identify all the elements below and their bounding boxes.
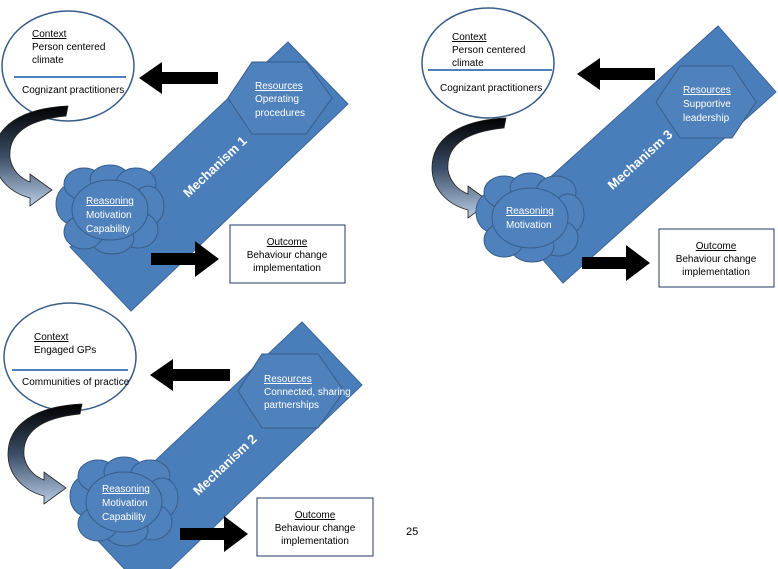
context-heading: Context: [32, 29, 67, 40]
resources-line1: Connected, sharing: [264, 387, 351, 398]
context-line1: Engaged GPs: [34, 345, 96, 356]
context-bottom: Cognizant practitioners: [440, 83, 542, 94]
context-ellipse: Context Engaged GPs Communities of pract…: [3, 302, 137, 412]
outcome-line1: Behaviour change: [275, 523, 356, 534]
left-arrow-icon: [139, 62, 218, 94]
right-arrow-icon: [180, 516, 248, 552]
outcome-line2: implementation: [682, 267, 750, 278]
context-heading: Context: [452, 32, 487, 43]
outcome-box: Outcome Behaviour change implementation: [229, 224, 346, 284]
resources-heading: Resources: [264, 374, 312, 385]
context-line1: Person centered: [32, 42, 105, 53]
resources-hexagon: Resources Operating procedures: [227, 61, 333, 135]
panel-mechanism-2: Mechanism 2 Context Engaged GPs Communit…: [3, 302, 374, 569]
context-line2: climate: [32, 55, 64, 66]
resources-line2: procedures: [255, 108, 305, 119]
context-heading: Context: [34, 332, 69, 343]
outcome-line1: Behaviour change: [247, 250, 328, 261]
reasoning-heading: Reasoning: [506, 206, 554, 217]
reasoning-heading: Reasoning: [102, 484, 150, 495]
outcome-box: Outcome Behaviour change implementation: [658, 228, 775, 288]
outcome-heading: Outcome: [267, 237, 308, 248]
reasoning-line1: Motivation: [86, 210, 132, 221]
resources-hexagon: Resources Connected, sharing partnership…: [237, 353, 351, 429]
right-arrow-icon: [151, 241, 219, 277]
context-ellipse: Context Person centered climate Cognizan…: [421, 7, 555, 119]
resources-line2: partnerships: [264, 400, 319, 411]
context-line1: Person centered: [452, 45, 525, 56]
panel-mechanism-1: Mechanism 1 Context Person centered clim…: [0, 10, 349, 312]
resources-hexagon: Resources Supportive leadership: [655, 65, 757, 139]
outcome-line1: Behaviour change: [676, 254, 757, 265]
reasoning-line2: Capability: [86, 224, 130, 235]
context-line2: climate: [452, 58, 484, 69]
resources-line1: Supportive: [683, 99, 731, 110]
left-arrow-icon: [577, 58, 655, 90]
left-arrow-icon: [150, 359, 230, 391]
context-ellipse: Context Person centered climate Cognizan…: [1, 10, 135, 122]
outcome-line2: implementation: [253, 263, 321, 274]
panel-mechanism-3: Mechanism 3 Context Person centered clim…: [421, 7, 777, 288]
reasoning-cloud: [475, 172, 585, 263]
resources-heading: Resources: [683, 85, 731, 96]
reasoning-line2: Capability: [102, 512, 146, 523]
resources-line1: Operating: [255, 94, 299, 105]
context-bottom: Communities of practice: [22, 377, 130, 388]
reasoning-line1: Motivation: [506, 220, 552, 231]
context-bottom: Cognizant practitioners: [22, 85, 124, 96]
reasoning-line1: Motivation: [102, 498, 148, 509]
resources-heading: Resources: [255, 81, 303, 92]
outcome-line2: implementation: [281, 536, 349, 547]
outcome-box: Outcome Behaviour change implementation: [256, 497, 374, 557]
right-arrow-icon: [582, 245, 650, 281]
resources-line2: leadership: [683, 113, 730, 124]
outcome-heading: Outcome: [696, 241, 737, 252]
page-number: 25: [406, 526, 418, 538]
outcome-heading: Outcome: [295, 510, 336, 521]
reasoning-heading: Reasoning: [86, 196, 134, 207]
